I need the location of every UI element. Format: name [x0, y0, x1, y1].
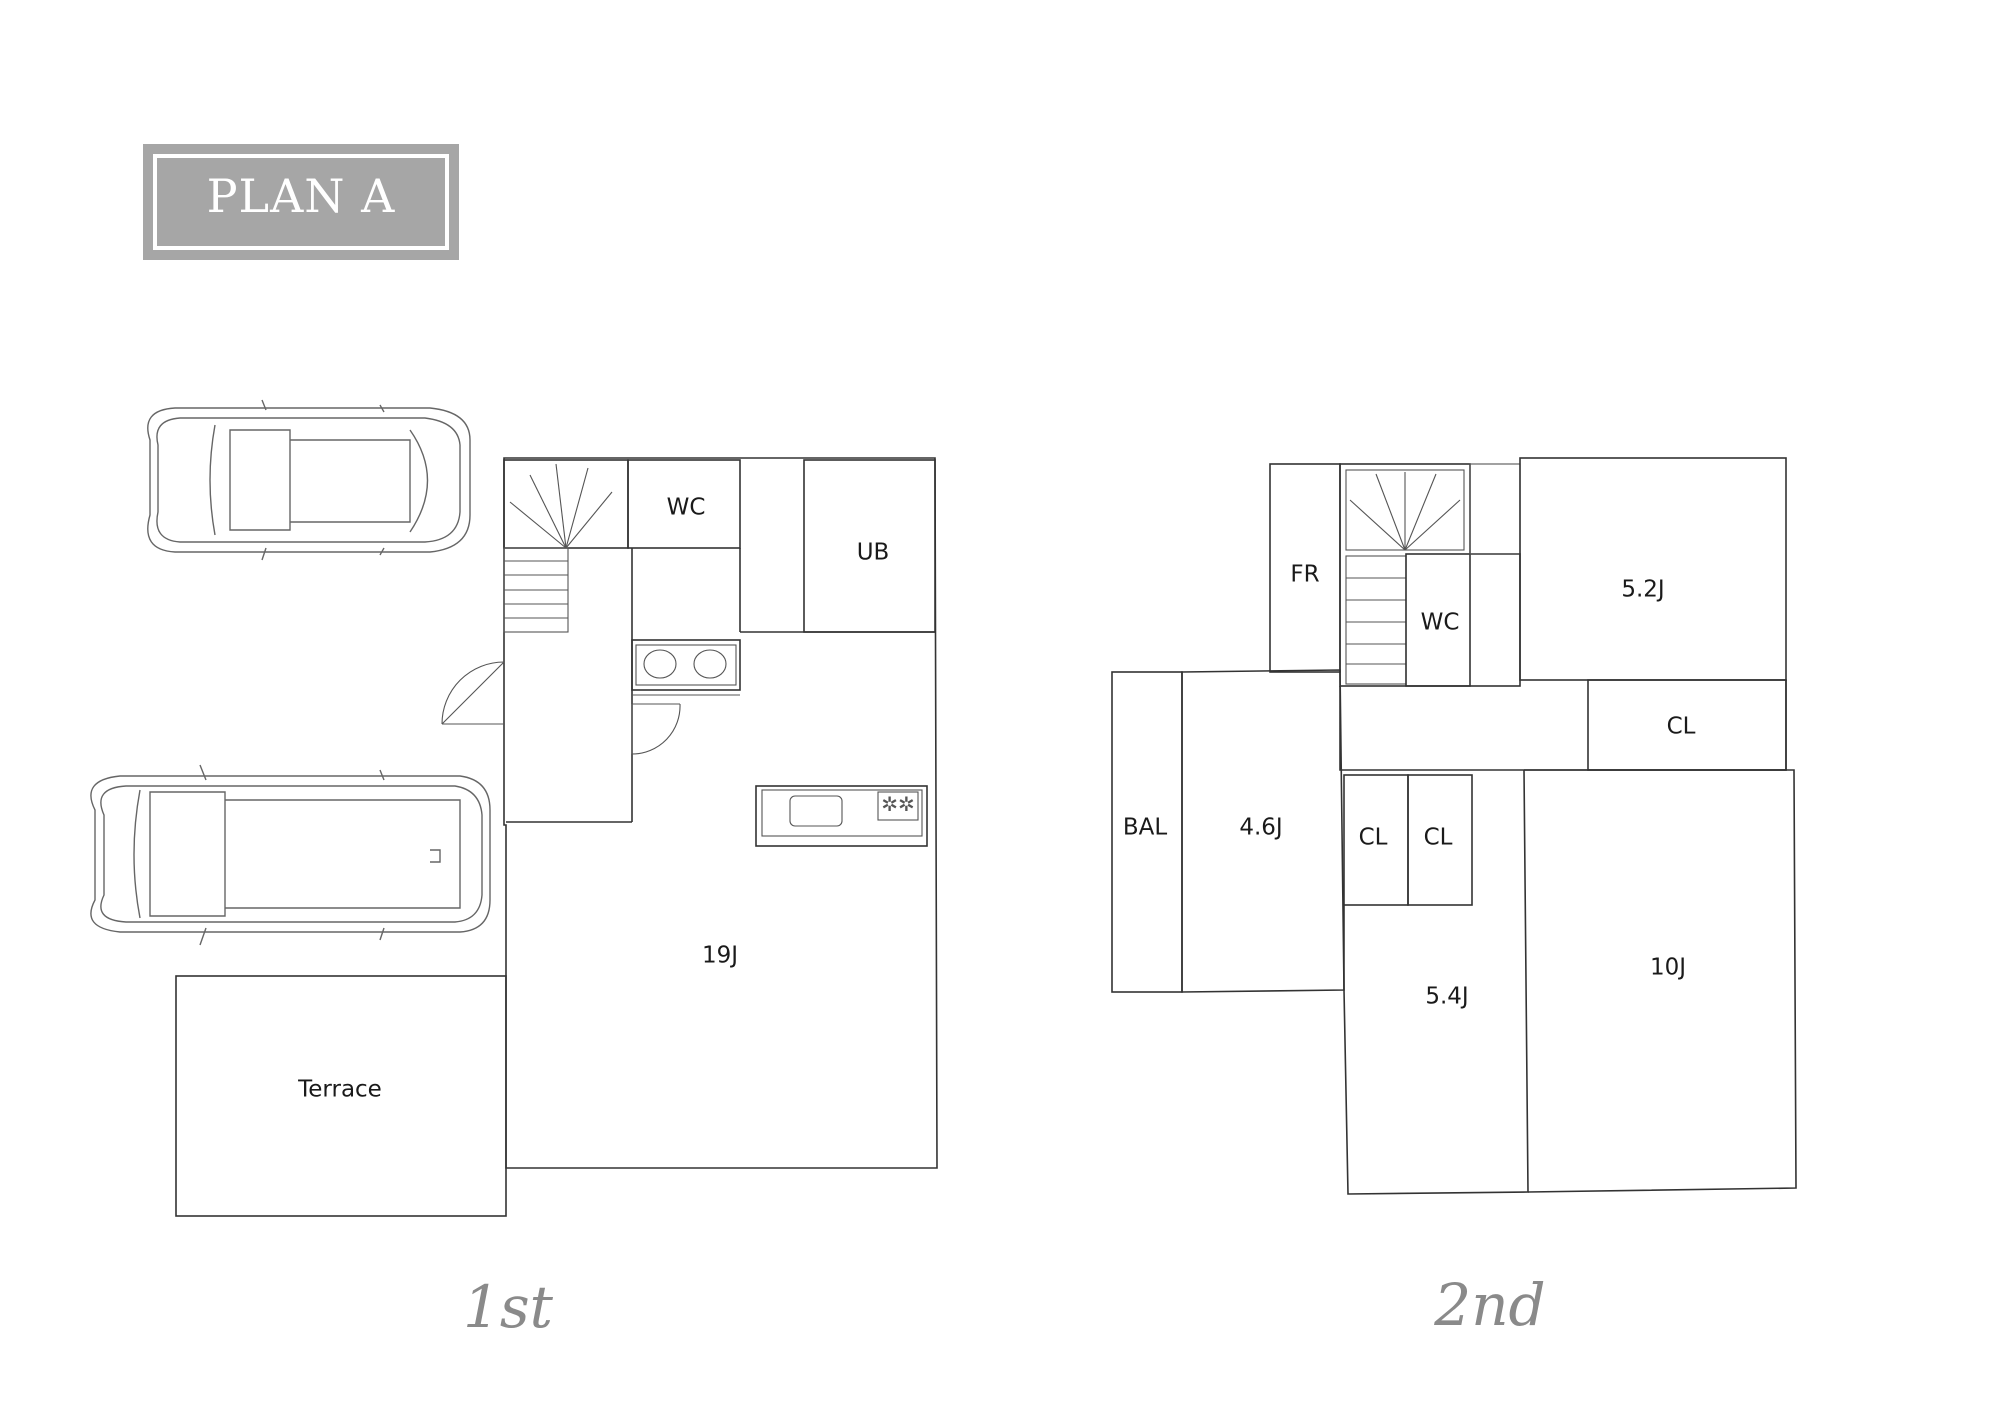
- first-floor-plan: ✲✲ WC UB 19J Terrace: [175, 457, 938, 1217]
- stair-treads-2f: [1345, 469, 1465, 685]
- floor-label-2nd: 2nd: [1433, 1271, 1545, 1339]
- room-label-terrace: Terrace: [297, 1077, 382, 1103]
- room-label-ub: UB: [857, 540, 890, 566]
- room-label-closet-1: CL: [1359, 825, 1388, 851]
- floor-label-1st: 1st: [463, 1273, 554, 1341]
- stair-treads-1f: [504, 463, 613, 619]
- room-label-bedroom-4-6j: 4.6J: [1239, 815, 1282, 841]
- parked-car-bottom: [90, 764, 491, 946]
- room-label-master-bedroom: 10J: [1650, 955, 1686, 981]
- second-floor-plan: FR WC 5.2J CL BAL 4.6J CL CL 5.4J 10J: [1111, 457, 1797, 1195]
- room-label-balcony: BAL: [1123, 815, 1168, 841]
- kitchen-counter-icon: ✲✲: [755, 785, 928, 847]
- interior-door-icon: [631, 703, 681, 755]
- entrance-door-icon: [441, 661, 505, 725]
- room-label-closet-hall: CL: [1667, 714, 1696, 740]
- room-label-bedroom-5-2j: 5.2J: [1621, 577, 1664, 603]
- parked-car-top: [147, 399, 471, 561]
- room-label-closet-2: CL: [1424, 825, 1453, 851]
- washbasin-icon: [631, 639, 741, 696]
- plan-title: PLAN A: [207, 169, 396, 223]
- room-label-fr: FR: [1290, 562, 1319, 588]
- room-label-ldk: 19J: [702, 943, 738, 969]
- room-label-bedroom-5-4j: 5.4J: [1425, 984, 1468, 1010]
- svg-text:✲✲: ✲✲: [881, 792, 915, 816]
- plan-title-badge: PLAN A: [143, 144, 459, 260]
- room-label-wc-1f: WC: [667, 495, 706, 521]
- room-label-wc-2f: WC: [1421, 610, 1460, 636]
